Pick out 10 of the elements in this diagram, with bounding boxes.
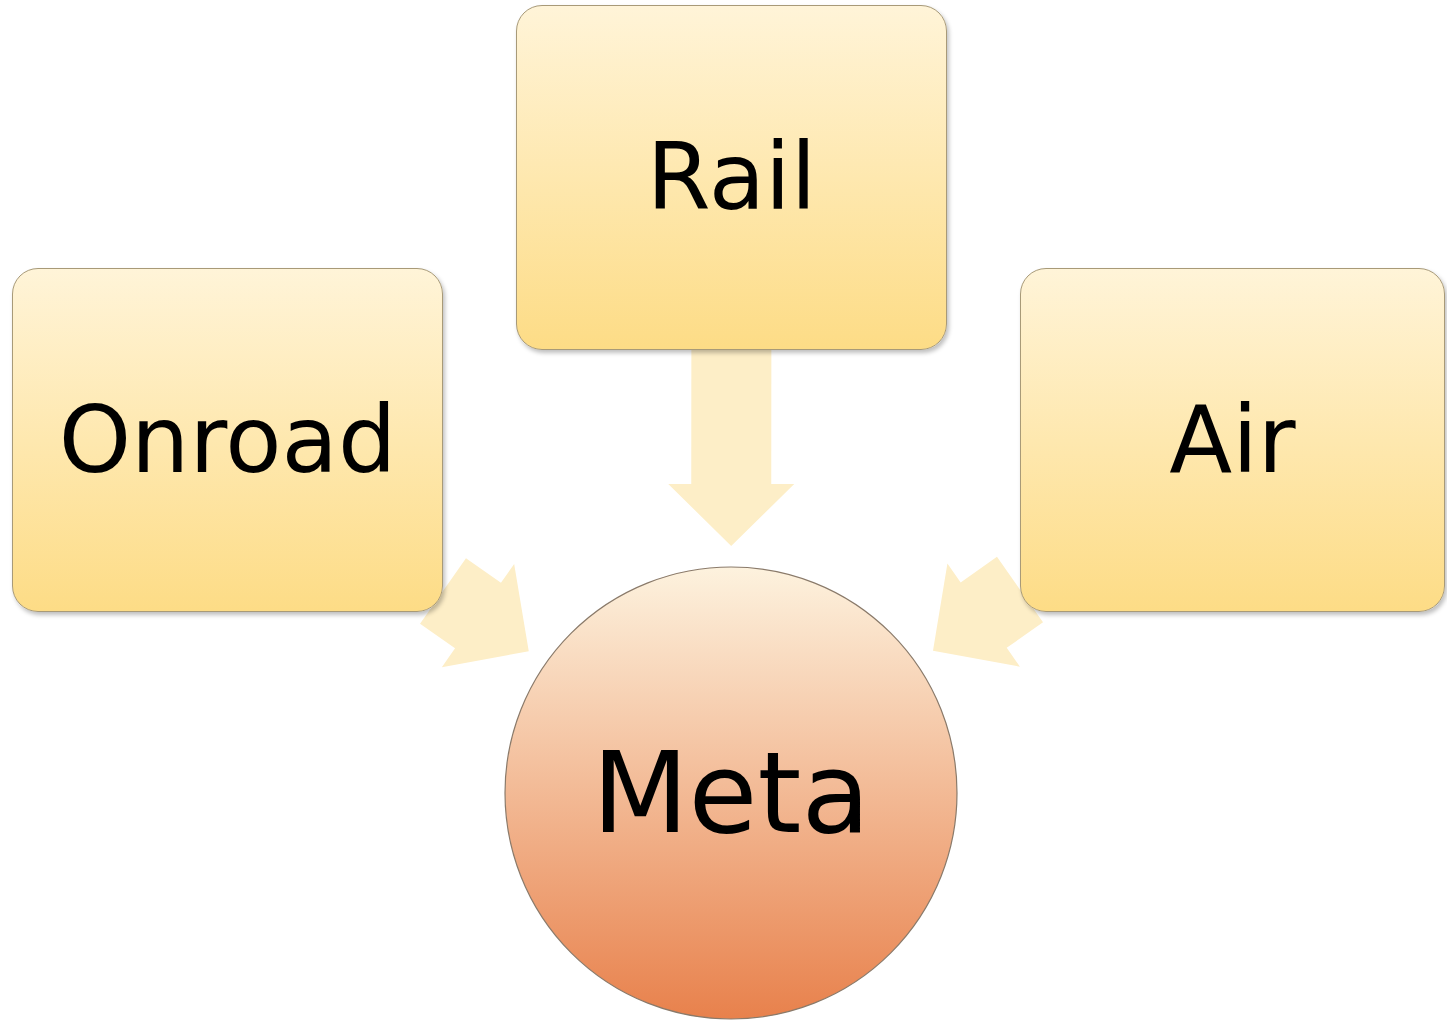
block-arrow	[420, 558, 529, 668]
process-box	[1020, 268, 1445, 612]
node-label: Meta	[591, 728, 871, 858]
node-label: Air	[1169, 386, 1296, 494]
process-box	[516, 5, 947, 350]
process-box	[12, 268, 443, 612]
block-arrow	[668, 349, 795, 546]
block-arrow	[933, 556, 1043, 667]
node-label: Onroad	[58, 386, 397, 494]
node-label: Rail	[646, 124, 817, 231]
